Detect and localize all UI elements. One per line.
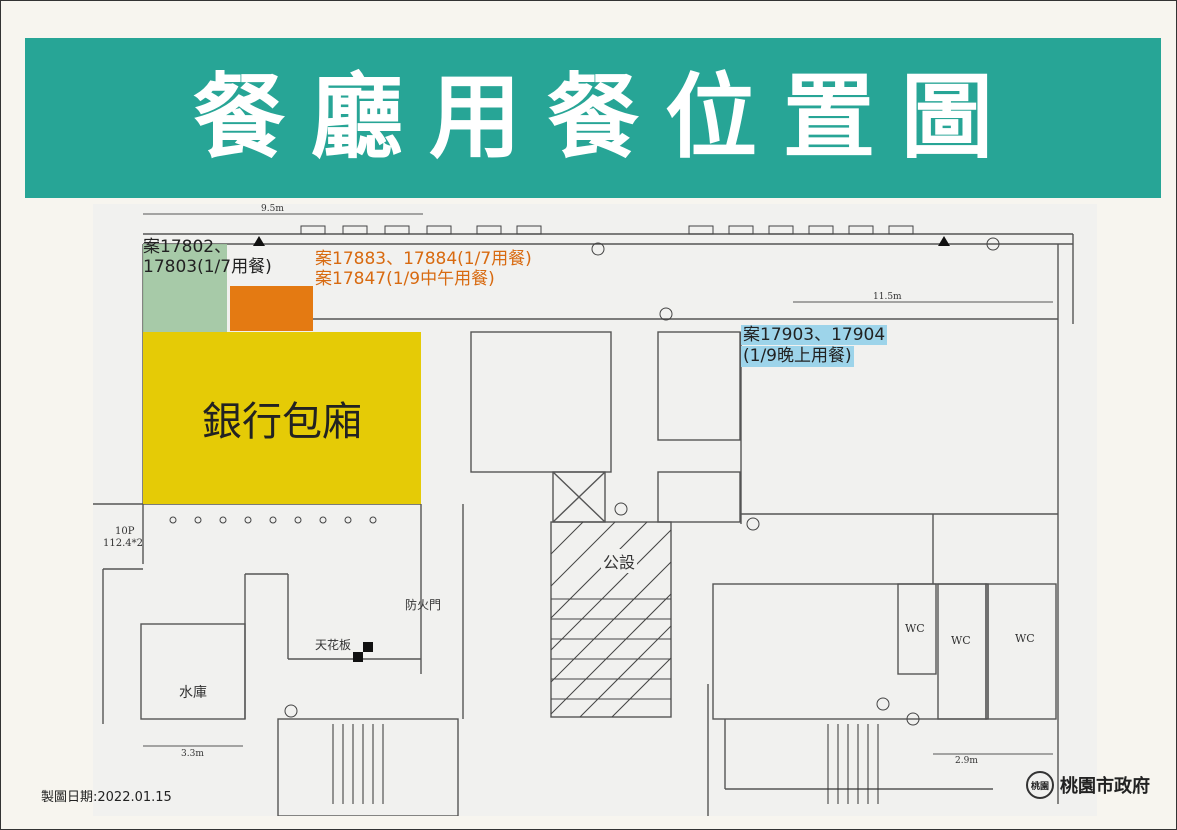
wc-label-3: WC	[1015, 632, 1035, 645]
fire-door-label: 防火門	[405, 598, 442, 612]
dim-top: 9.5m	[261, 204, 284, 214]
dim-bottom-right: 2.9m	[955, 756, 978, 766]
bank-room-zone: 銀行包廂	[143, 332, 421, 504]
light-10p-label: 10P	[115, 526, 135, 537]
dim-bottom-left: 3.3m	[181, 749, 204, 759]
blue-case-label: 案17903、17904 (1/9晚上用餐)	[741, 325, 888, 368]
orange-case-label: 案17883、17884(1/7用餐) 案17847(1/9中午用餐)	[315, 249, 532, 290]
bank-room-label: 銀行包廂	[202, 399, 362, 445]
wc-label-2: WC	[951, 634, 971, 647]
wc-label-1: WC	[905, 622, 925, 635]
public-area-label: 公設	[601, 549, 638, 573]
ceiling-label: 天花板	[315, 638, 352, 652]
light-spec-label: 112.4*2	[103, 538, 143, 549]
blue-case-line-1: 案17903、17904	[741, 325, 888, 346]
water-tank-label: 水庫	[179, 685, 207, 701]
orange-case-line-1: 案17883、17884(1/7用餐)	[315, 249, 532, 269]
drawing-date: 製圖日期:2022.01.15	[41, 790, 172, 805]
org-logo: 桃園 桃園市政府	[1026, 771, 1150, 799]
green-zone	[143, 244, 227, 332]
blue-case-line-2: (1/9晚上用餐)	[741, 346, 854, 367]
orange-zone	[230, 286, 313, 331]
green-case-line-2: 17803(1/7用餐)	[143, 257, 272, 278]
floor-plan: 銀行包廂 案17802、 17803(1/7用餐) 案17883、17884(1…	[93, 204, 1097, 816]
dim-mid: 11.5m	[873, 292, 902, 302]
org-name: 桃園市政府	[1060, 776, 1150, 797]
green-case-label: 案17802、 17803(1/7用餐)	[143, 237, 272, 278]
orange-case-line-2: 案17847(1/9中午用餐)	[315, 269, 495, 290]
page-title: 餐廳用餐位置圖	[192, 64, 1019, 171]
green-case-line-1: 案17802、	[143, 237, 232, 257]
title-banner: 餐廳用餐位置圖	[25, 38, 1161, 198]
city-seal-icon: 桃園	[1026, 771, 1054, 799]
